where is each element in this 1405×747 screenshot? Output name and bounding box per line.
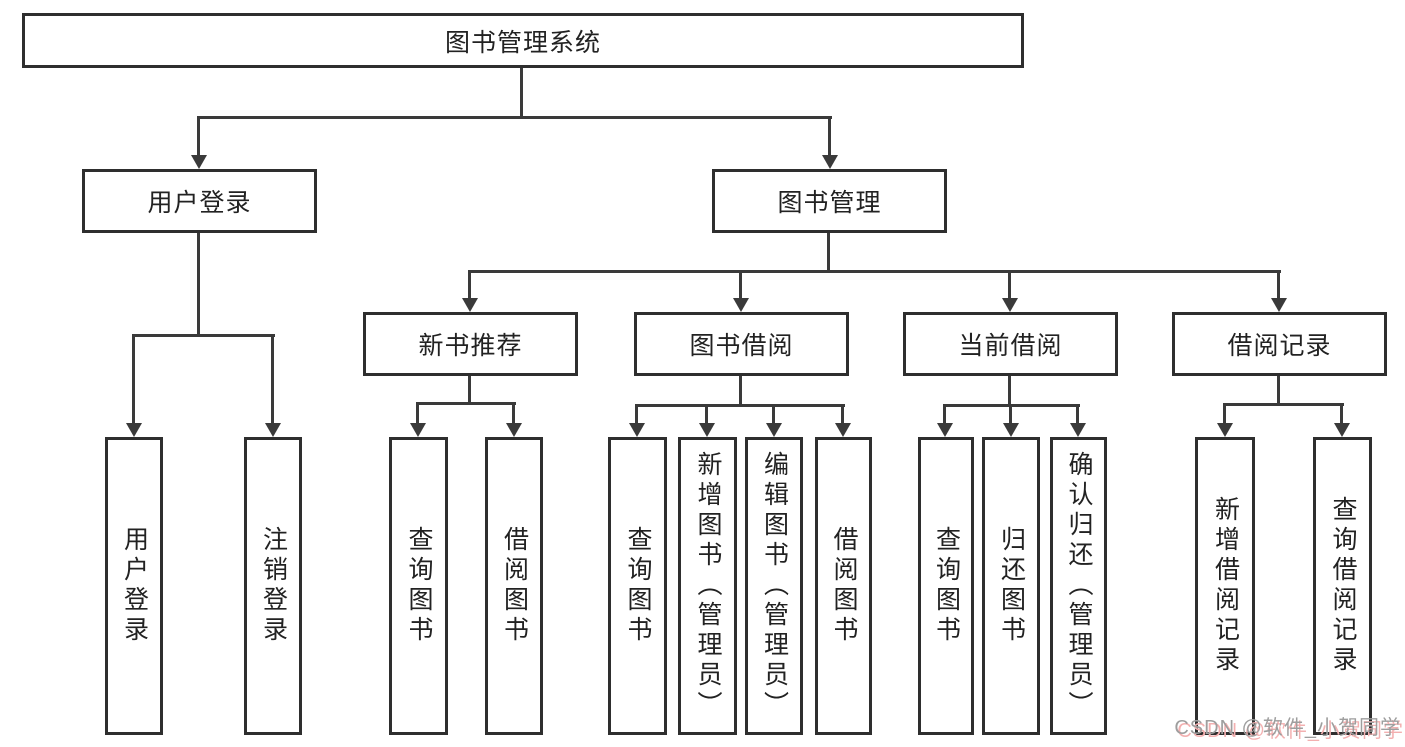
node-borrow-records-label: 借阅记录 [1227, 332, 1332, 360]
connector-stub-leaf-logout [271, 334, 274, 423]
node-borrow-query-book-label: 查询图书 [624, 526, 652, 646]
connector-stub-cur-confirm [1076, 404, 1079, 423]
connector-root-bar [198, 116, 832, 119]
node-new-book-recommend-label: 新书推荐 [418, 332, 523, 360]
connector-stub-recommend [468, 270, 471, 298]
node-current-return-book: 归还图书 [982, 437, 1040, 735]
node-borrow-borrow-book: 借阅图书 [815, 437, 872, 735]
connector-stub-records-add [1223, 403, 1226, 423]
connector-stub-login [197, 116, 200, 156]
node-records-query-record-label: 查询借阅记录 [1329, 496, 1357, 676]
arrowhead-cur-query [937, 423, 953, 437]
arrowhead-records-query [1334, 423, 1350, 437]
csdn-watermark: CSDN @软件_小贺同学 [1174, 717, 1401, 739]
node-leaf-user-login-label: 用户登录 [120, 526, 149, 646]
node-user-login-label: 用户登录 [147, 189, 252, 217]
arrowhead-login [191, 155, 207, 169]
node-leaf-logout-label: 注销登录 [259, 526, 288, 646]
connector-recommend-trunk [468, 376, 471, 405]
connector-stub-borrow [739, 270, 742, 298]
node-book-borrow-label: 图书借阅 [689, 332, 794, 360]
arrowhead-bor-add [699, 423, 715, 437]
arrowhead-rec-query [410, 423, 426, 437]
node-recommend-query-book: 查询图书 [389, 437, 448, 735]
connector-manage-trunk [827, 233, 830, 272]
connector-stub-bor-edit [772, 404, 775, 423]
node-borrow-edit-book-admin: 编辑图书（管理员） [745, 437, 803, 735]
arrowhead-borrow [733, 298, 749, 312]
node-current-borrow: 当前借阅 [903, 312, 1118, 376]
connector-login-bar [132, 334, 275, 337]
connector-stub-leaf-login [132, 334, 135, 423]
connector-current-trunk [1008, 376, 1011, 407]
connector-stub-bor-add [705, 404, 708, 423]
connector-recommend-bar [416, 402, 516, 405]
node-recommend-borrow-book: 借阅图书 [485, 437, 543, 735]
connector-stub-bor-query [635, 404, 638, 423]
arrowhead-recommend [462, 298, 478, 312]
node-current-query-book-label: 查询图书 [932, 526, 961, 646]
connector-stub-records [1277, 270, 1280, 298]
node-current-borrow-label: 当前借阅 [958, 332, 1063, 360]
node-current-confirm-return-admin: 确认归还（管理员） [1050, 437, 1107, 735]
arrowhead-bor-query [629, 423, 645, 437]
connector-stub-manage [828, 116, 831, 156]
node-book-borrow: 图书借阅 [634, 312, 849, 376]
node-new-book-recommend: 新书推荐 [363, 312, 578, 376]
connector-login-trunk [197, 233, 200, 336]
connector-stub-current [1008, 270, 1011, 298]
node-borrow-records: 借阅记录 [1172, 312, 1387, 376]
arrowhead-records-add [1217, 423, 1233, 437]
node-current-confirm-return-admin-label: 确认归还（管理员） [1065, 451, 1093, 721]
connector-borrow-trunk [739, 376, 742, 407]
node-recommend-query-book-label: 查询图书 [405, 526, 433, 646]
node-current-query-book: 查询图书 [918, 437, 974, 735]
arrowhead-bor-borrow [835, 423, 851, 437]
connector-stub-cur-return [1009, 404, 1012, 423]
arrowhead-current [1002, 298, 1018, 312]
connector-borrow-bar [635, 404, 845, 407]
node-borrow-add-book-admin: 新增图书（管理员） [678, 437, 737, 735]
arrowhead-leaf-login [126, 423, 142, 437]
connector-stub-cur-query [943, 404, 946, 423]
node-borrow-edit-book-admin-label: 编辑图书（管理员） [760, 451, 789, 721]
connector-records-trunk [1277, 376, 1280, 405]
connector-stub-bor-borrow [841, 404, 844, 423]
node-borrow-add-book-admin-label: 新增图书（管理员） [694, 451, 722, 721]
node-records-add-record: 新增借阅记录 [1195, 437, 1255, 735]
connector-stub-rec-query [416, 402, 419, 423]
node-root-label: 图书管理系统 [444, 28, 601, 57]
node-current-return-book-label: 归还图书 [997, 526, 1026, 646]
arrowhead-cur-confirm [1070, 423, 1086, 437]
node-leaf-user-login: 用户登录 [105, 437, 163, 735]
arrowhead-rec-borrow [506, 423, 522, 437]
node-leaf-logout: 注销登录 [244, 437, 302, 735]
node-borrow-query-book: 查询图书 [608, 437, 667, 735]
node-book-management-label: 图书管理 [777, 189, 882, 217]
connector-manage-bar [468, 270, 1281, 273]
arrowhead-manage [822, 155, 838, 169]
connector-stub-records-query [1340, 403, 1343, 423]
connector-root-trunk [520, 68, 523, 118]
node-borrow-borrow-book-label: 借阅图书 [830, 526, 858, 646]
node-user-login: 用户登录 [82, 169, 317, 233]
arrowhead-cur-return [1003, 423, 1019, 437]
arrowhead-leaf-logout [265, 423, 281, 437]
node-records-query-record: 查询借阅记录 [1313, 437, 1372, 735]
arrowhead-bor-edit [766, 423, 782, 437]
node-root: 图书管理系统 [22, 13, 1024, 68]
node-records-add-record-label: 新增借阅记录 [1211, 496, 1240, 676]
arrowhead-records [1271, 298, 1287, 312]
connector-stub-rec-borrow [512, 402, 515, 423]
node-recommend-borrow-book-label: 借阅图书 [500, 526, 529, 646]
connector-records-bar [1223, 403, 1344, 406]
node-book-management: 图书管理 [712, 169, 947, 233]
